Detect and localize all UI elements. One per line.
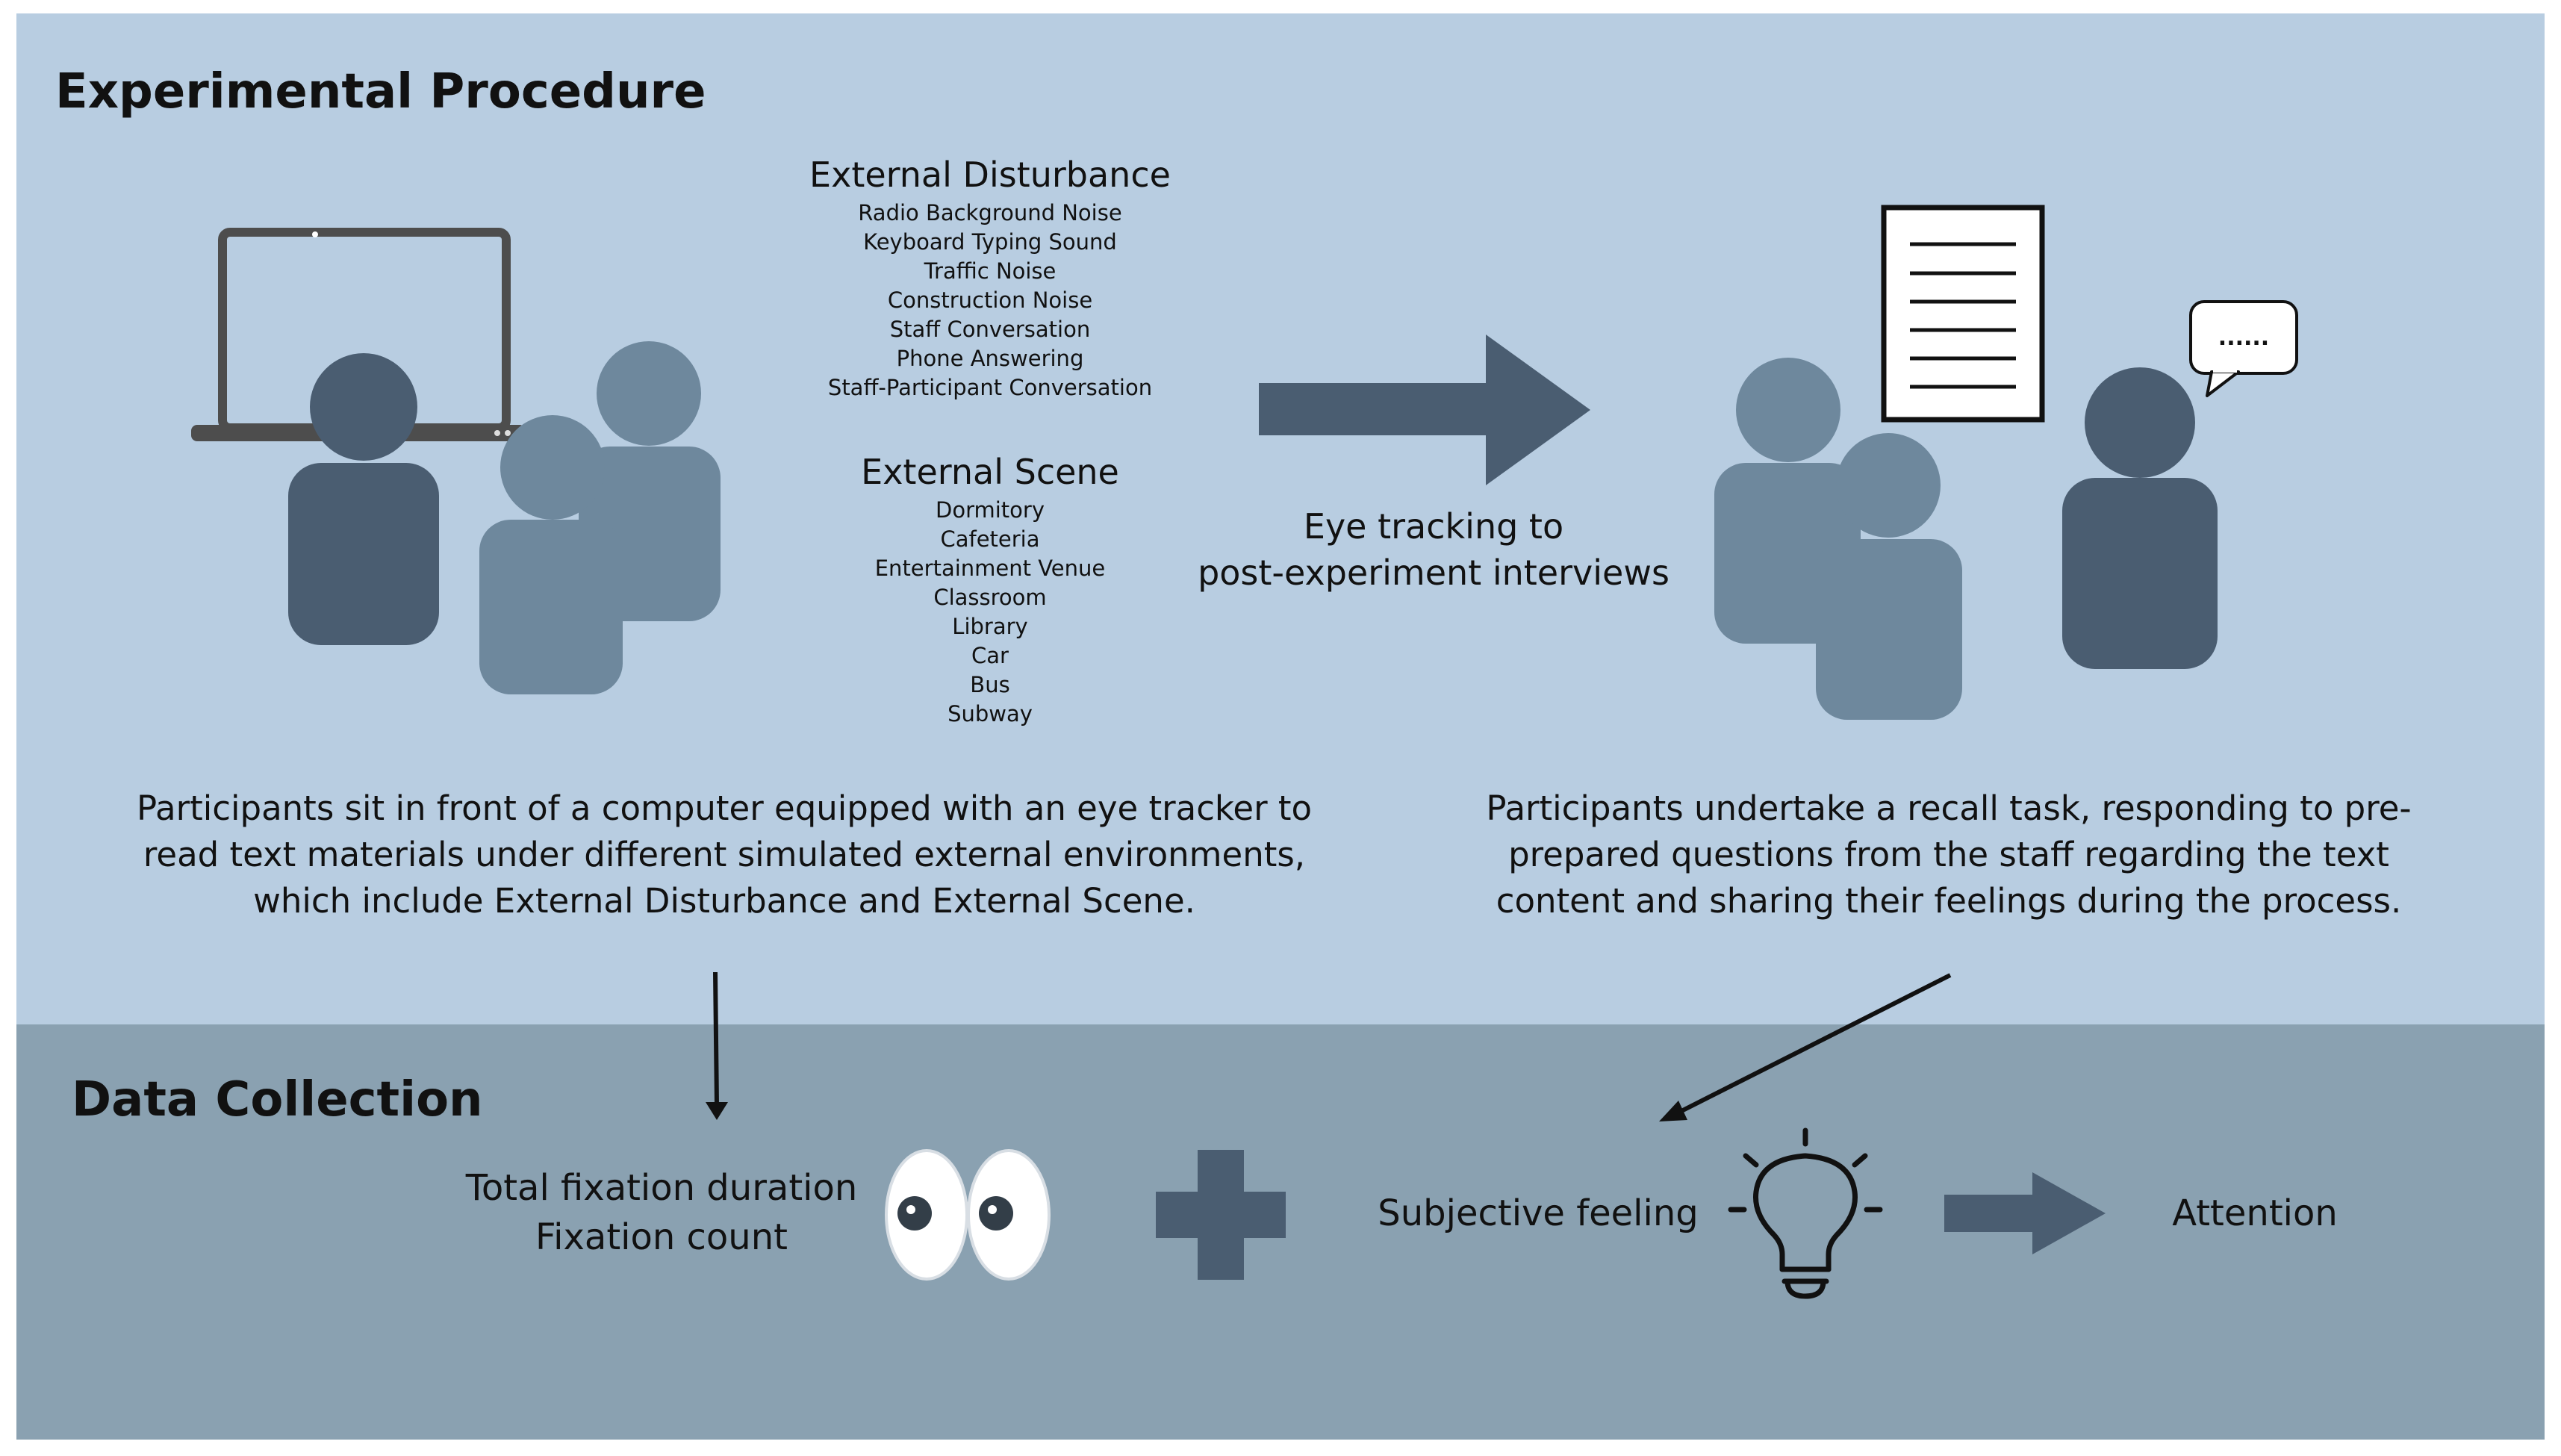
description-line: which include External Disturbance and E… <box>253 881 1195 921</box>
result-arrow-icon <box>1944 1172 2106 1254</box>
arrow-caption-line: post-experiment interviews <box>1198 553 1670 593</box>
arrow-caption-line: Eye tracking to <box>1303 506 1564 547</box>
list-item: Classroom <box>933 585 1047 610</box>
document-icon <box>1881 205 2045 423</box>
description-line: read text materials under different simu… <box>143 835 1306 874</box>
external-disturbance-list: External Disturbance Radio Background No… <box>766 151 1214 402</box>
list-item: Bus <box>970 672 1010 697</box>
recall-participants-figures <box>1714 358 1962 720</box>
list-item: Keyboard Typing Sound <box>863 229 1117 255</box>
staff-figures <box>479 341 721 694</box>
procedure-title: Experimental Procedure <box>55 64 706 119</box>
process-arrow-icon <box>1259 335 1590 485</box>
speech-bubble-icon: ...... <box>2189 300 2298 397</box>
list-item: Construction Noise <box>887 287 1093 313</box>
arrow-caption: Eye tracking to post-experiment intervie… <box>1180 503 1687 596</box>
subjective-feeling-label: Subjective feeling <box>1378 1192 1699 1234</box>
list-item: Staff Conversation <box>889 317 1091 342</box>
list-item: Radio Background Noise <box>858 200 1122 225</box>
list-item: Entertainment Venue <box>874 556 1106 581</box>
list-item: Library <box>952 614 1028 639</box>
interviewer-figure <box>2062 367 2218 669</box>
list-item: Staff-Participant Conversation <box>827 375 1153 400</box>
eyes-icon <box>885 1149 1051 1281</box>
external-scene-heading: External Scene <box>861 452 1119 492</box>
eye-metrics-label: Total fixation duration Fixation count <box>438 1163 886 1262</box>
participant-figure <box>288 353 439 645</box>
left-description: Participants sit in front of a computer … <box>105 785 1344 924</box>
eye-metric: Fixation count <box>535 1216 788 1258</box>
data-collection-title: Data Collection <box>72 1072 483 1127</box>
description-line: content and sharing their feelings durin… <box>1496 881 2402 921</box>
list-item: Cafeteria <box>940 526 1040 552</box>
list-item: Traffic Noise <box>924 258 1057 284</box>
external-scene-list: External Scene Dormitory Cafeteria Enter… <box>766 448 1214 729</box>
description-line: Participants sit in front of a computer … <box>136 788 1313 828</box>
list-item: Car <box>971 643 1009 668</box>
connector-arrows <box>706 971 1952 1121</box>
external-disturbance-heading: External Disturbance <box>809 155 1171 195</box>
list-item: Phone Answering <box>896 346 1084 371</box>
eye-metric: Total fixation duration <box>465 1167 858 1209</box>
speech-bubble-text: ...... <box>2218 325 2269 351</box>
description-line: Participants undertake a recall task, re… <box>1486 788 2412 828</box>
attention-label: Attention <box>2172 1192 2338 1234</box>
right-description: Participants undertake a recall task, re… <box>1463 785 2434 924</box>
lightbulb-icon <box>1728 1127 1883 1299</box>
list-item: Dormitory <box>936 497 1045 523</box>
list-item: Subway <box>947 701 1033 727</box>
plus-icon <box>1156 1150 1286 1280</box>
description-line: prepared questions from the staff regard… <box>1508 835 2389 874</box>
